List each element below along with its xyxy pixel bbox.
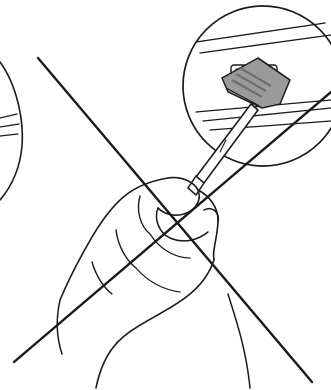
hand xyxy=(57,178,250,388)
prohibition-x-mark xyxy=(14,58,331,382)
scraper-tool xyxy=(188,104,258,195)
connector xyxy=(222,58,290,108)
left-detail-circle xyxy=(0,62,22,200)
